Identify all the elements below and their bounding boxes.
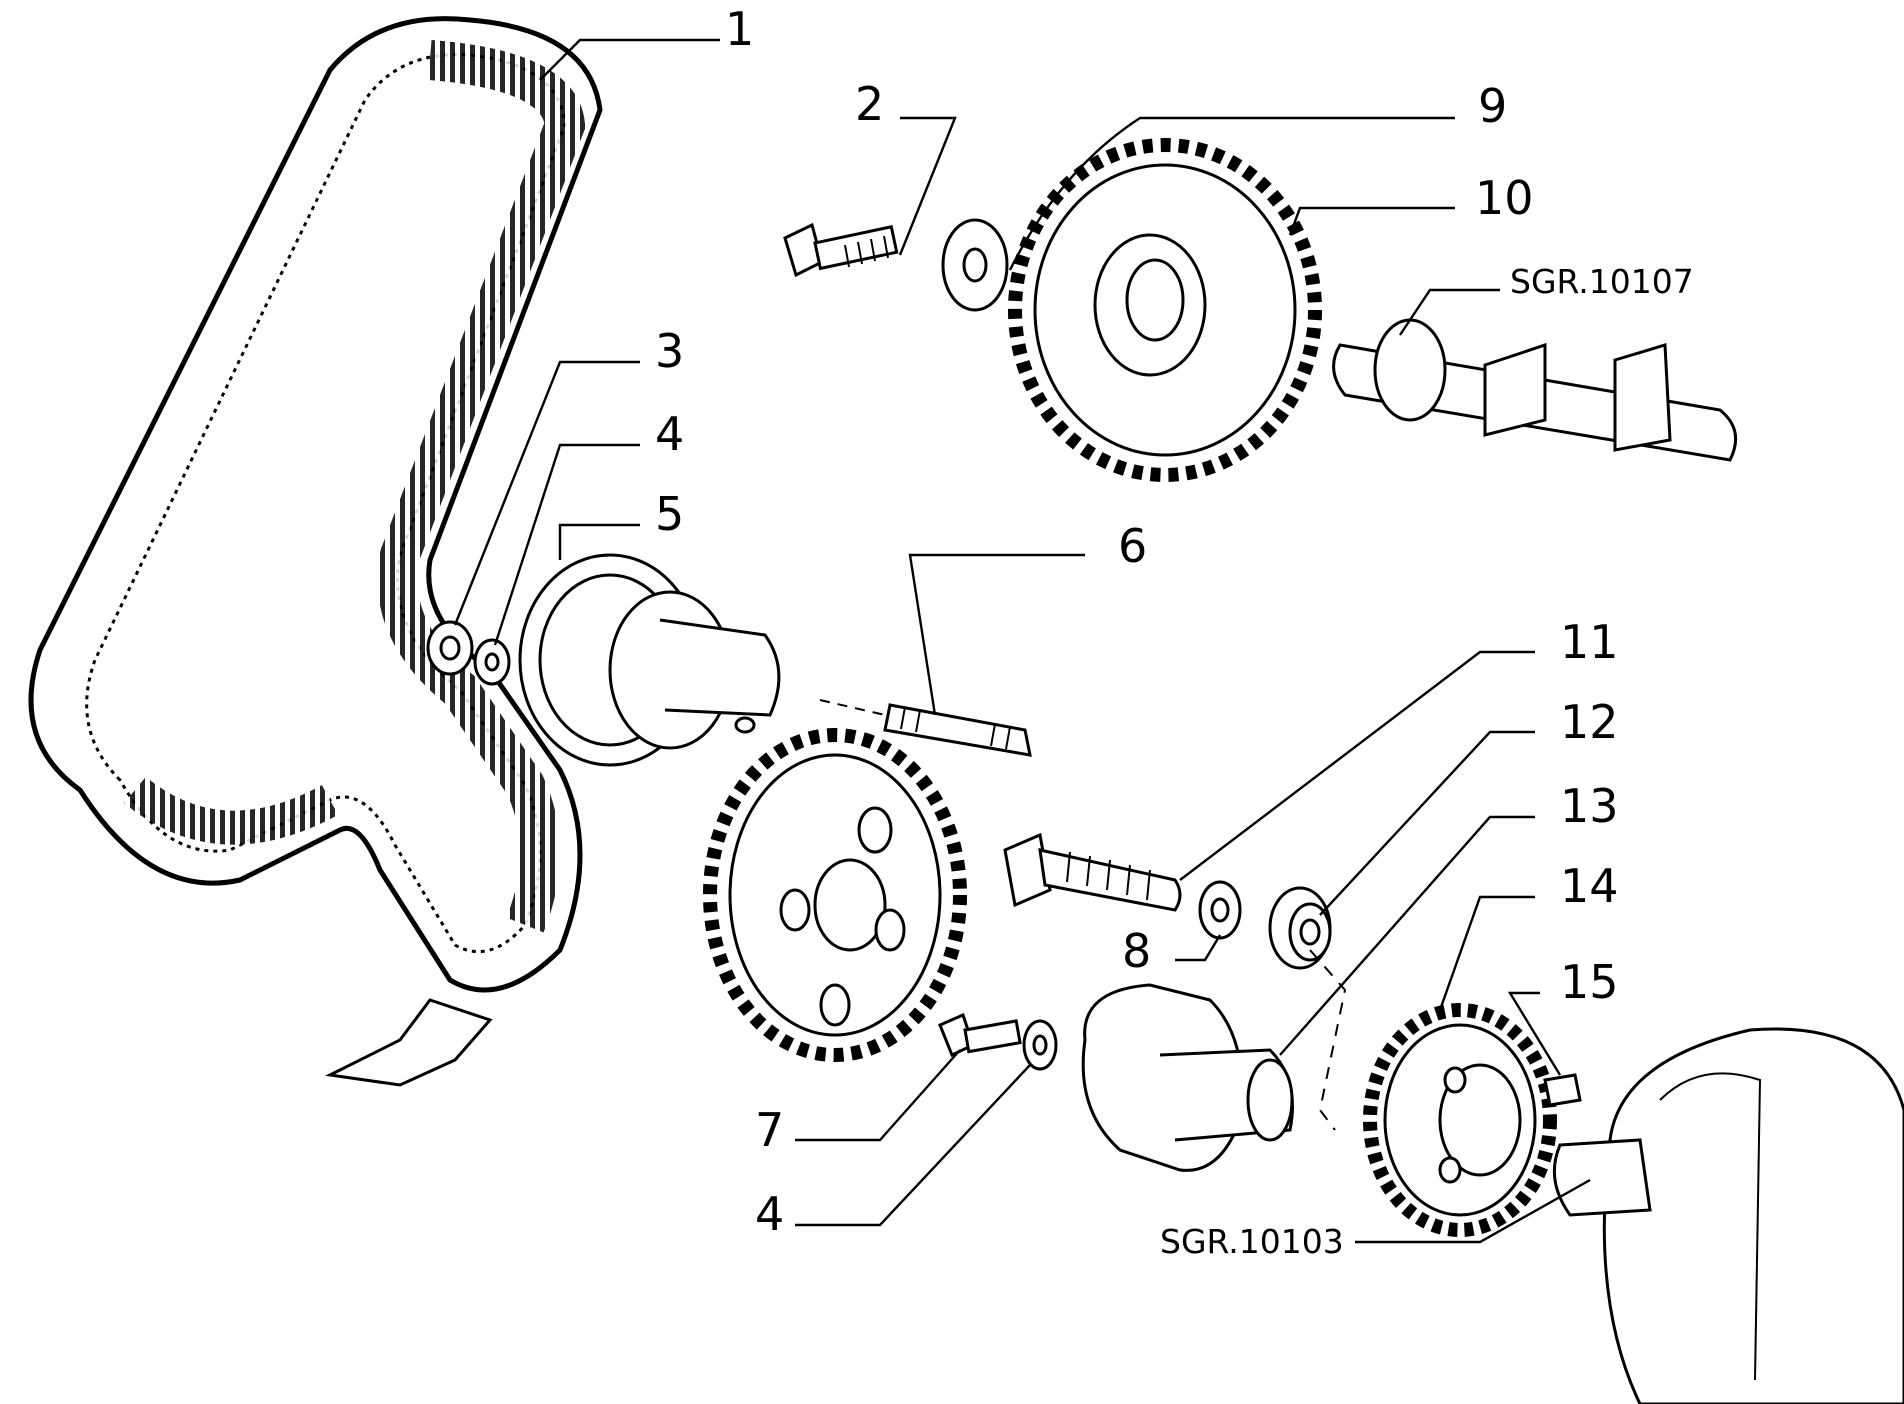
tensioner-pulley — [518, 553, 781, 767]
callout-3: 3 — [655, 324, 684, 378]
callout-13: 13 — [1560, 779, 1619, 833]
bolt-camshaft-pulley — [783, 222, 899, 278]
callout-8: 8 — [1122, 924, 1151, 978]
camshaft-reference — [1332, 318, 1738, 462]
washer-tensioner — [473, 638, 511, 686]
callout-4-lower: 4 — [755, 1187, 784, 1241]
stud-tensioner — [819, 699, 1032, 757]
callout-14: 14 — [1560, 859, 1619, 913]
washer-auxiliary-pulley — [1022, 1019, 1058, 1071]
callout-labels: 1 2 3 4 5 6 7 4 8 9 10 11 12 13 14 15 SG… — [655, 2, 1694, 1261]
callout-5: 5 — [655, 487, 684, 541]
callout-4: 4 — [655, 407, 684, 461]
callout-6: 6 — [1118, 519, 1147, 573]
arrow-down-left-icon — [325, 998, 493, 1087]
key-crankshaft — [1543, 1073, 1582, 1107]
callout-7: 7 — [755, 1103, 784, 1157]
reference-crankshaft: SGR.10103 — [1160, 1222, 1344, 1261]
auxiliary-pulley — [703, 728, 967, 1062]
callout-12: 12 — [1560, 695, 1619, 749]
bolt-auxiliary-pulley — [938, 1012, 1022, 1058]
callout-2: 2 — [855, 77, 884, 131]
washer-idler-pulley — [1198, 880, 1242, 940]
crankshaft-pulley — [1363, 1003, 1557, 1237]
callout-15: 15 — [1560, 955, 1619, 1009]
callout-11: 11 — [1560, 615, 1619, 669]
timing-belt — [28, 16, 603, 993]
idler-pulley — [1081, 949, 1347, 1172]
nut-tensioner — [426, 620, 474, 676]
crankshaft-reference — [1552, 1027, 1904, 1404]
bolt-idler-pulley — [1003, 832, 1182, 912]
callout-1: 1 — [725, 2, 754, 56]
leader-lines — [453, 38, 1591, 1244]
reference-camshaft: SGR.10107 — [1510, 262, 1694, 301]
washer-camshaft-pulley — [941, 218, 1009, 312]
camshaft-pulley — [1008, 138, 1322, 482]
callout-10: 10 — [1475, 171, 1534, 225]
callout-9: 9 — [1478, 79, 1507, 133]
spacer-idler-pulley — [1268, 886, 1332, 970]
